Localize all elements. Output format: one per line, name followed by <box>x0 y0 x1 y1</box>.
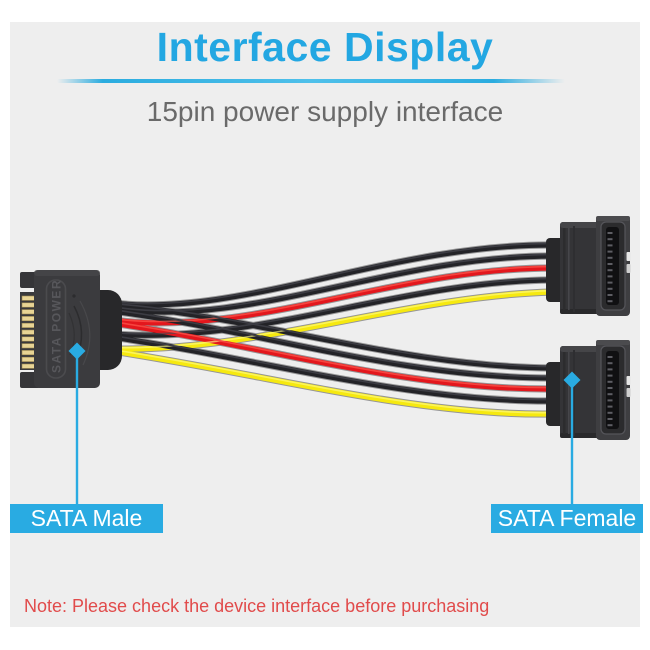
sata-male-label: SATA Male <box>10 504 163 533</box>
emboss-arc-2 <box>79 300 91 366</box>
strain-relief <box>96 290 122 370</box>
wire-harness <box>112 244 552 414</box>
purchase-note: Note: Please check the device interface … <box>24 596 490 616</box>
sata-female-connector-top <box>545 215 632 317</box>
callout-diamond-icon <box>68 342 86 360</box>
body-bevel <box>34 270 100 276</box>
page-title: Interface Display <box>156 24 494 70</box>
sata-female-connector-bottom <box>545 339 632 441</box>
sata-male-connector: SATA POWER <box>20 270 122 388</box>
title-divider <box>57 79 565 83</box>
emboss-dot <box>72 294 76 298</box>
callout-diamond-icon <box>563 371 581 389</box>
embossed-text: SATA POWER <box>50 279 64 373</box>
page-subtitle: 15pin power supply interface <box>146 96 504 127</box>
callout-male <box>68 342 86 504</box>
callout-female <box>563 371 581 504</box>
emboss-ring <box>45 279 67 379</box>
gold-pins <box>21 295 37 369</box>
sata-female-label: SATA Female <box>491 504 643 533</box>
connector-body <box>34 270 100 388</box>
